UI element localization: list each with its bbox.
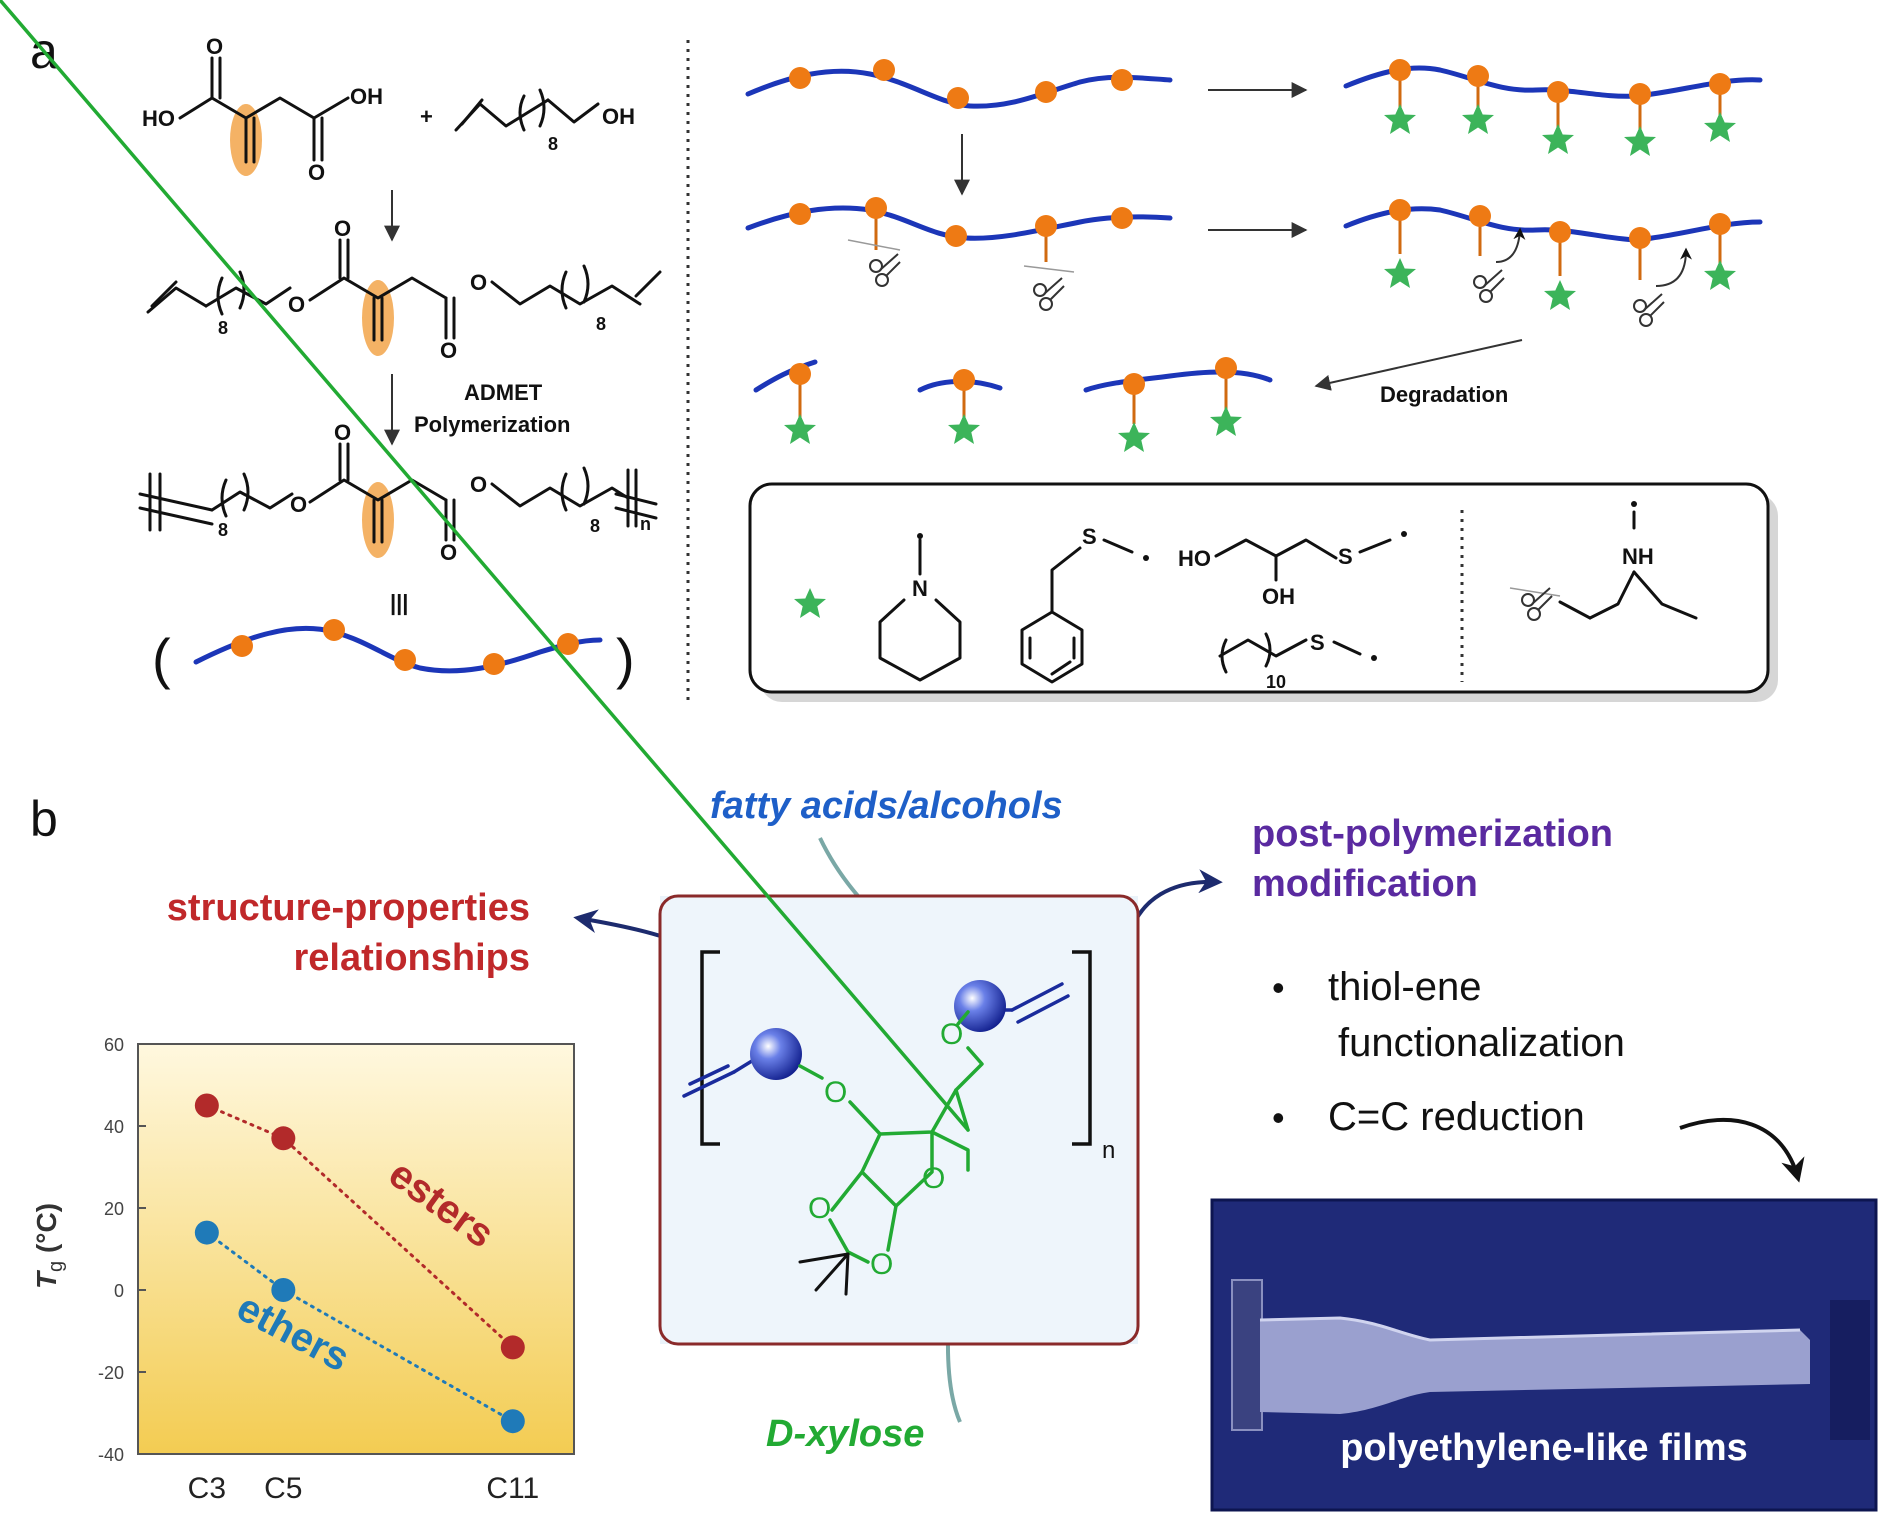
x-tick-label: C5 bbox=[264, 1472, 302, 1505]
bullet1-line2: functionalization bbox=[1338, 1021, 1625, 1065]
polyethylene-film-photo: polyethylene-like films bbox=[1210, 1198, 1878, 1512]
y-tick-label: -20 bbox=[98, 1363, 124, 1383]
data-point-ethers bbox=[194, 1220, 219, 1245]
y-tick-label: 60 bbox=[104, 1035, 124, 1055]
svg-text:O: O bbox=[470, 472, 487, 497]
glycerol-ho-text: HO bbox=[1178, 546, 1211, 571]
bullet2-marker: • bbox=[1272, 1097, 1285, 1138]
svg-text:O: O bbox=[470, 270, 487, 295]
acid-oh-text: OH bbox=[350, 84, 383, 109]
polymer-subscript-n: n bbox=[640, 514, 651, 534]
film-caption: polyethylene-like films bbox=[1340, 1427, 1748, 1469]
undecenol-structure: 8 OH bbox=[454, 88, 635, 154]
x-tick-label: C11 bbox=[486, 1472, 539, 1505]
data-point-ethers bbox=[271, 1278, 296, 1302]
svg-text:O: O bbox=[334, 216, 351, 241]
svg-text:O: O bbox=[940, 1018, 963, 1051]
svg-text:O: O bbox=[206, 34, 223, 59]
equivalence-symbol: ||| bbox=[390, 590, 408, 615]
ppm-label-line2: modification bbox=[1252, 863, 1478, 905]
d-xylose-label: D-xylose bbox=[766, 1413, 924, 1455]
svg-text:(: ( bbox=[152, 627, 171, 690]
admet-label-line1: ADMET bbox=[464, 380, 543, 405]
svg-text:O: O bbox=[308, 160, 325, 185]
spr-label-line2: relationships bbox=[294, 937, 531, 979]
arrow-degradation bbox=[1314, 339, 1523, 391]
svg-text:O: O bbox=[440, 540, 457, 565]
polymer-subscript-left: 8 bbox=[218, 520, 228, 540]
chain-row1-right bbox=[1343, 59, 1763, 156]
chart-x-ticks: C3 C5 C11 bbox=[188, 1472, 540, 1505]
piperidine-n-text: N bbox=[912, 576, 928, 601]
plus-sign: + bbox=[420, 104, 433, 129]
dodecyl-s-text: S bbox=[1310, 630, 1325, 655]
fatty-acids-label: fatty acids/alcohols bbox=[710, 785, 1063, 827]
svg-text:O: O bbox=[824, 1076, 847, 1109]
svg-text:O: O bbox=[870, 1248, 893, 1281]
chart-y-ticks: 60 40 20 0 -20 -40 bbox=[98, 1035, 146, 1465]
svg-text:O: O bbox=[290, 492, 307, 517]
bullet1-marker: • bbox=[1272, 967, 1285, 1008]
chain-row1-left bbox=[745, 59, 1173, 109]
glycerol-s-text: S bbox=[1338, 544, 1353, 569]
svg-text:O: O bbox=[288, 292, 305, 317]
y-tick-label: 20 bbox=[104, 1199, 124, 1219]
data-point-esters bbox=[271, 1126, 296, 1151]
admet-label-line2: Polymerization bbox=[414, 412, 570, 437]
chain-row2-left bbox=[745, 197, 1173, 311]
data-point-esters bbox=[194, 1093, 219, 1118]
arrow-to-film bbox=[1679, 1117, 1805, 1183]
linker-ball-right bbox=[954, 980, 1006, 1032]
chart-series-group bbox=[194, 1093, 525, 1434]
polymer-repeat-unit-box: n O O O O O bbox=[0, 0, 1140, 1346]
bullet1-line1: thiol-ene bbox=[1328, 965, 1481, 1009]
polymer-structure: 8 O O O O 8 n bbox=[138, 420, 658, 565]
dodecyl-subscript: 10 bbox=[1266, 672, 1286, 692]
diene-subscript-left: 8 bbox=[218, 318, 228, 338]
y-tick-label: -40 bbox=[98, 1445, 124, 1465]
data-point-ethers bbox=[500, 1409, 525, 1434]
chain-row2-right bbox=[1343, 199, 1763, 327]
amine-nh-text: NH bbox=[1622, 544, 1654, 569]
benzyl-s-text: S bbox=[1082, 524, 1097, 549]
polymer-subscript-right: 8 bbox=[590, 516, 600, 536]
cartoon-polymer-bracketed: ( ) bbox=[152, 619, 635, 690]
glycerol-oh-text: OH bbox=[1262, 584, 1295, 609]
y-tick-label: 40 bbox=[104, 1117, 124, 1137]
chart-ylabel: Tg (°C) bbox=[31, 1203, 67, 1289]
ppm-label-line1: post-polymerization bbox=[1252, 813, 1613, 855]
acid-ho-text: HO bbox=[142, 106, 175, 131]
degraded-fragments bbox=[753, 357, 1273, 452]
x-tick-label: C3 bbox=[188, 1472, 226, 1505]
svg-text:): ) bbox=[616, 627, 635, 690]
diene-structure: 8 O O O O 8 bbox=[146, 216, 662, 363]
itaconic-acid-structure: O O HO OH bbox=[142, 34, 383, 185]
spr-label-line1: structure-properties bbox=[167, 887, 530, 929]
panel-b-label: b bbox=[30, 791, 58, 847]
degradation-label: Degradation bbox=[1380, 382, 1508, 407]
data-point-esters bbox=[500, 1335, 525, 1360]
linker-ball-left bbox=[750, 1028, 802, 1080]
reagent-legend-box: N S HO OH S 10 S NH bbox=[748, 482, 1778, 702]
undecenol-subscript: 8 bbox=[548, 134, 558, 154]
svg-text:O: O bbox=[922, 1162, 945, 1195]
bullet2-text: C=C reduction bbox=[1328, 1095, 1585, 1139]
alcohol-oh-text: OH bbox=[602, 104, 635, 129]
svg-text:O: O bbox=[440, 338, 457, 363]
diene-subscript-right: 8 bbox=[596, 314, 606, 334]
svg-text:O: O bbox=[808, 1192, 831, 1225]
svg-text:O: O bbox=[334, 420, 351, 445]
repeat-n-text: n bbox=[1102, 1137, 1115, 1164]
y-tick-label: 0 bbox=[114, 1281, 124, 1301]
